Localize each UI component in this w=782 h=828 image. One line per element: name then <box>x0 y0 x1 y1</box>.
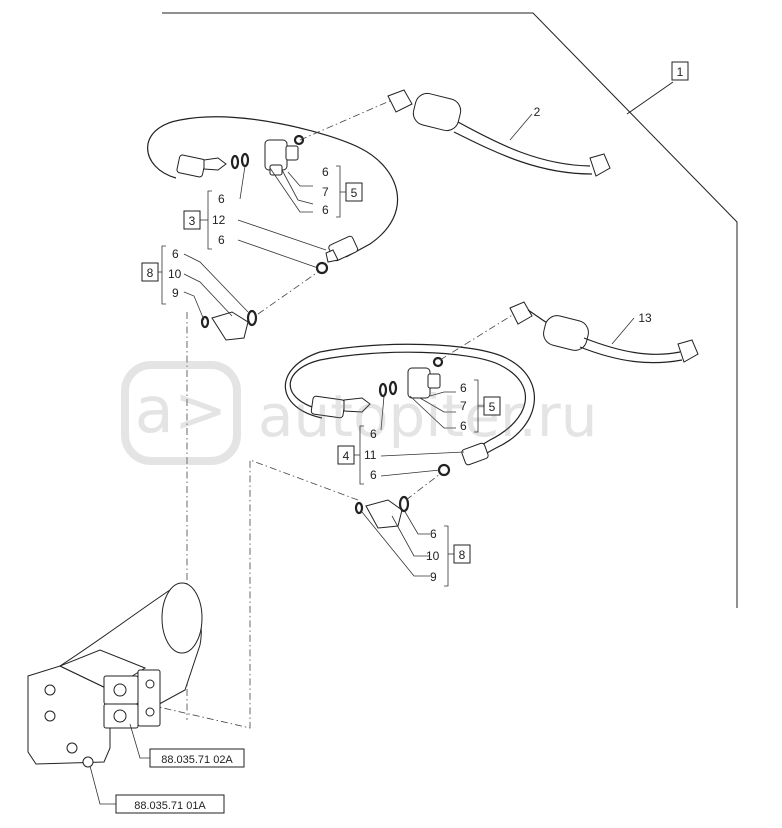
callout-upper-elbow-10: 10 <box>168 267 182 281</box>
watermark-logo-text: a> <box>135 374 228 448</box>
callout-lower-hose-11: 11 <box>364 448 377 462</box>
callout-lower-tee-7: 7 <box>460 399 467 413</box>
callout-lower-elbow-box: 8 <box>459 548 466 562</box>
callout-upper-elbow-6: 6 <box>172 247 179 261</box>
upper-tee-fitting <box>230 134 305 176</box>
lower-hose-11 <box>284 343 535 466</box>
upper-hose-12 <box>144 105 401 263</box>
callout-upper-hose-box: 3 <box>189 214 196 228</box>
callout-upper-hose-6b: 6 <box>218 233 225 247</box>
callout-upper-hose-6a: 6 <box>218 192 225 206</box>
callouts: 1 2 13 6 7 6 5 6 12 6 3 6 10 9 8 6 7 6 <box>141 61 689 587</box>
reference-88-035-71-01a[interactable]: 88.035.71 01A <box>134 800 206 812</box>
callout-lower-hose-box: 4 <box>343 449 350 463</box>
reference-boxes: 88.035.71 02A 88.035.71 01A <box>115 748 245 814</box>
reference-88-035-71-02a[interactable]: 88.035.71 02A <box>161 754 233 766</box>
lower-tee-fitting <box>378 356 444 399</box>
callout-13: 13 <box>638 311 652 325</box>
callout-lower-tee-6a: 6 <box>460 381 467 395</box>
callout-upper-tee-box: 5 <box>351 186 358 200</box>
callout-lower-hose-6a: 6 <box>370 427 377 441</box>
callout-lower-elbow-9: 9 <box>430 570 437 584</box>
lower-elbow <box>354 463 451 529</box>
callout-lower-tee-box: 5 <box>489 400 496 414</box>
callout-upper-tee-7: 7 <box>322 185 329 199</box>
upper-elbow <box>200 261 329 341</box>
callout-lower-hose-6b: 6 <box>370 468 377 482</box>
callout-upper-tee-6b: 6 <box>322 203 329 217</box>
watermark: a> autopiter.ru <box>121 361 597 465</box>
callout-1: 1 <box>677 65 684 79</box>
assembly-frame <box>162 12 738 608</box>
callout-2: 2 <box>534 105 541 119</box>
callout-lower-elbow-6: 6 <box>430 527 437 541</box>
callout-lower-tee-6b: 6 <box>460 419 467 433</box>
callout-upper-elbow-box: 8 <box>147 266 154 280</box>
callout-upper-tee-6a: 6 <box>322 165 329 179</box>
pump-block <box>27 582 203 768</box>
leader-lines <box>89 113 635 805</box>
callout-upper-elbow-9: 9 <box>172 286 179 300</box>
callout-lower-elbow-10: 10 <box>426 549 440 563</box>
upper-pipe-2 <box>299 89 611 177</box>
watermark-text: autopiter.ru <box>258 382 597 450</box>
lower-pipe-13 <box>439 301 699 364</box>
callout-upper-hose-12: 12 <box>212 213 226 227</box>
